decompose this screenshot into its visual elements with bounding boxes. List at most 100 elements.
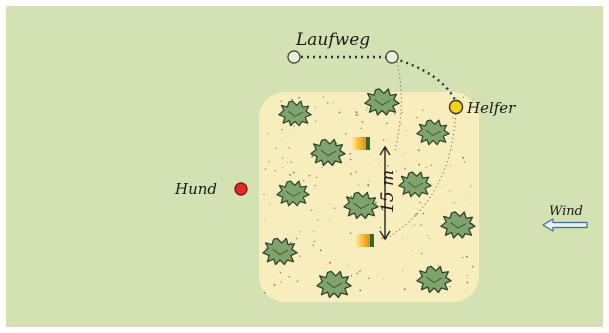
sand-speck <box>394 113 396 115</box>
sand-speck <box>415 160 417 162</box>
sand-speck <box>321 166 323 169</box>
sand-speck <box>288 147 290 149</box>
distance-label: 15 m <box>378 170 398 213</box>
scent-object-icon <box>355 234 374 247</box>
sand-speck <box>312 230 314 232</box>
path-end-marker <box>385 50 399 64</box>
sand-speck <box>463 161 466 163</box>
sand-speck <box>403 237 405 239</box>
sand-speck <box>273 283 276 286</box>
sand-speck <box>312 244 314 246</box>
sand-speck <box>350 275 353 277</box>
approach-trail <box>394 57 402 151</box>
sand-speck <box>406 237 408 239</box>
sand-speck <box>290 161 292 163</box>
sand-speck <box>465 199 466 201</box>
sand-speck <box>359 270 361 273</box>
sand-speck <box>287 162 289 164</box>
sand-speck <box>333 207 336 210</box>
sand-speck <box>280 110 282 112</box>
sand-speck <box>356 272 359 275</box>
sand-speck <box>402 270 404 272</box>
sand-speck <box>295 237 298 240</box>
scent-object-icon <box>351 137 370 150</box>
sand-speck <box>358 114 360 116</box>
sand-speck <box>289 174 291 176</box>
sand-speck <box>328 219 330 221</box>
sand-speck <box>300 231 302 233</box>
sand-speck <box>350 172 352 175</box>
wind-label: Wind <box>549 204 583 219</box>
dog-label: Hund <box>174 180 217 198</box>
sand-speck <box>274 170 276 172</box>
sand-speck <box>264 291 266 294</box>
sand-speck <box>298 255 301 257</box>
sand-speck <box>310 209 313 211</box>
sand-speck <box>420 252 423 255</box>
sand-speck <box>379 226 382 229</box>
sand-speck <box>401 111 403 114</box>
sand-speck <box>403 288 406 291</box>
sand-speck <box>451 149 453 151</box>
sand-speck <box>367 277 370 280</box>
sand-speck <box>315 176 318 179</box>
sand-speck <box>425 166 427 168</box>
sand-speck <box>416 116 418 119</box>
helper-label: Helfer <box>466 99 516 117</box>
sand-speck <box>391 173 393 175</box>
sand-speck <box>292 171 295 174</box>
sand-speck <box>296 280 299 282</box>
sand-speck <box>422 212 425 215</box>
dog-marker <box>234 182 248 196</box>
sand-speck <box>313 245 315 247</box>
sand-speck <box>462 256 464 259</box>
sand-speck <box>452 117 454 119</box>
sand-speck <box>402 194 404 196</box>
helper-marker <box>448 99 464 115</box>
sand-speck <box>359 289 362 292</box>
sand-speck <box>361 121 364 123</box>
sand-speck <box>418 163 421 166</box>
sand-speck <box>355 111 358 114</box>
sand-speck <box>350 195 353 198</box>
sand-speck <box>381 193 383 196</box>
sand-speck <box>429 238 431 240</box>
sand-speck <box>267 132 269 135</box>
sand-speck <box>471 228 473 230</box>
sand-speck <box>389 176 392 179</box>
sand-speck <box>462 96 465 98</box>
sand-speck <box>355 113 358 116</box>
sand-speck <box>473 99 475 101</box>
path-label: Laufweg <box>295 30 370 50</box>
sand-speck <box>311 155 314 158</box>
sand-speck <box>367 180 369 182</box>
sand-speck <box>302 180 305 182</box>
sand-speck <box>410 249 412 251</box>
distance-arrow <box>379 145 391 241</box>
sand-speck <box>465 255 468 258</box>
sand-speck <box>288 276 291 278</box>
sand-speck <box>453 201 455 204</box>
sand-speck <box>386 122 388 125</box>
sand-speck <box>367 106 369 108</box>
sand-speck <box>332 102 334 103</box>
helper-track <box>383 109 457 241</box>
sand-speck <box>417 149 420 152</box>
sand-speck <box>338 111 341 114</box>
path-start-marker <box>287 50 301 64</box>
sand-speck <box>291 98 293 101</box>
sand-speck <box>466 281 469 284</box>
sand-speck <box>382 139 385 141</box>
sand-speck <box>314 184 316 187</box>
sand-speck <box>420 224 422 226</box>
sand-speck <box>360 127 362 129</box>
sand-speck <box>298 96 300 99</box>
wind-arrow-icon <box>542 218 588 232</box>
sand-speck <box>472 265 474 268</box>
sand-speck <box>404 167 406 170</box>
sand-speck <box>314 106 316 108</box>
sand-speck <box>387 165 389 167</box>
sand-speck <box>470 185 472 187</box>
sand-speck <box>449 190 451 192</box>
